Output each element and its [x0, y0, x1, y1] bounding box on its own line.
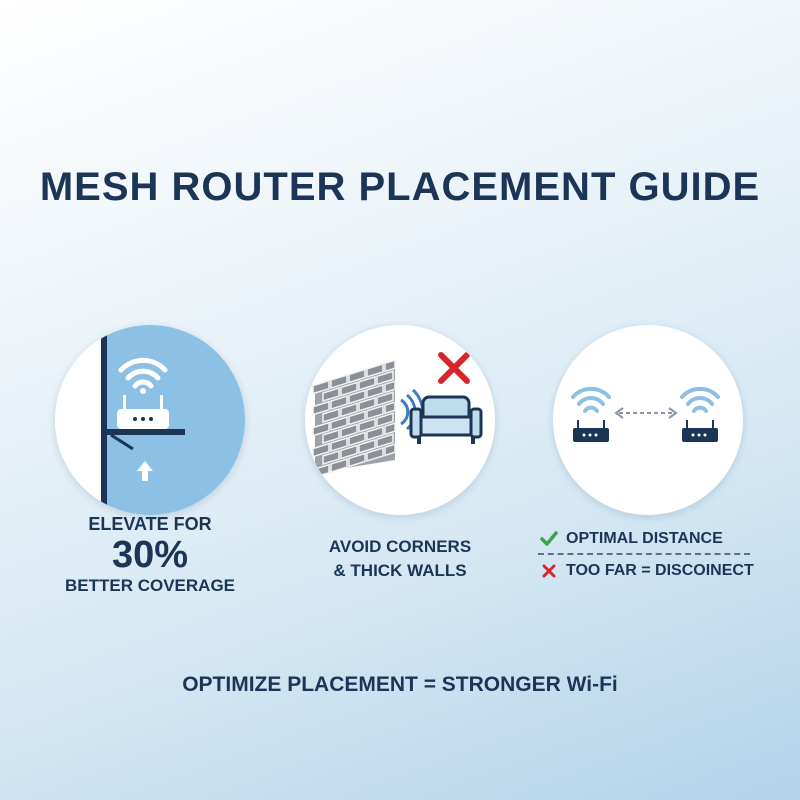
walls-caption: AVOID CORNERS & THICK WALLS [290, 535, 510, 583]
elevate-caption: ELEVATE FOR 30% BETTER COVERAGE [40, 513, 260, 597]
page-title: MESH ROUTER PLACEMENT GUIDE [39, 165, 761, 209]
brick [330, 374, 348, 390]
check-icon [538, 531, 560, 547]
elevate-line1: ELEVATE FOR [88, 514, 212, 534]
brick [340, 402, 358, 418]
elevate-illustration [55, 325, 245, 515]
brick [322, 429, 340, 445]
sofa-icon [409, 395, 483, 444]
brick [312, 400, 330, 416]
walls-illustration [305, 325, 495, 515]
brick [348, 410, 366, 426]
brick [384, 359, 396, 373]
shelf-icon [107, 429, 185, 451]
footer-tagline: OPTIMIZE PLACEMENT = STRONGER Wi-Fi [182, 673, 618, 696]
brick [348, 368, 366, 384]
distance-caption: OPTIMAL DISTANCE TOO FAR = DISCOINECT [538, 527, 758, 583]
brick [366, 425, 384, 441]
brick [376, 412, 394, 428]
brick [322, 408, 340, 424]
distance-illustration [553, 325, 743, 515]
brick [330, 416, 348, 432]
brick [340, 381, 358, 397]
too-far-label: TOO FAR = DISCOINECT [566, 562, 754, 579]
brick [330, 458, 348, 474]
brick [340, 423, 358, 439]
brick [348, 452, 366, 468]
brick [366, 446, 384, 462]
brick [312, 463, 330, 479]
brick [312, 421, 330, 437]
brick [384, 443, 396, 457]
too-far-row: TOO FAR = DISCOINECT [538, 559, 758, 583]
brick [330, 395, 348, 411]
walls-line2: & THICK WALLS [333, 561, 467, 580]
brick [366, 383, 384, 399]
brick [358, 396, 376, 412]
walls-line1: AVOID CORNERS [328, 537, 472, 556]
brick [384, 422, 396, 436]
wall-edge [101, 325, 107, 515]
brick [376, 391, 394, 407]
brick [358, 375, 376, 391]
wifi-router-icon [117, 357, 169, 429]
x-icon [538, 564, 560, 578]
brick [348, 431, 366, 447]
brick [376, 370, 394, 386]
elevate-line3: BETTER COVERAGE [64, 576, 236, 595]
brick [384, 380, 396, 394]
brick [330, 437, 348, 453]
brick [358, 438, 376, 454]
brick [340, 444, 358, 460]
brick-wall-icon [312, 359, 396, 479]
brick [366, 362, 384, 378]
brick [366, 404, 384, 420]
brick [322, 450, 340, 466]
router-left-icon [571, 386, 611, 442]
elevate-percentage: 30% [111, 534, 189, 576]
red-x-icon [438, 352, 470, 384]
brick [384, 401, 396, 415]
brick [348, 389, 366, 405]
brick [312, 442, 330, 458]
distance-arrow-icon [614, 407, 678, 419]
brick [376, 433, 394, 449]
divider [538, 553, 750, 555]
up-arrow-icon [137, 461, 153, 481]
router-right-icon [680, 386, 720, 442]
brick [312, 379, 330, 395]
brick [322, 387, 340, 403]
optimal-label: OPTIMAL DISTANCE [566, 530, 723, 547]
optimal-row: OPTIMAL DISTANCE [538, 527, 758, 551]
brick [358, 417, 376, 433]
